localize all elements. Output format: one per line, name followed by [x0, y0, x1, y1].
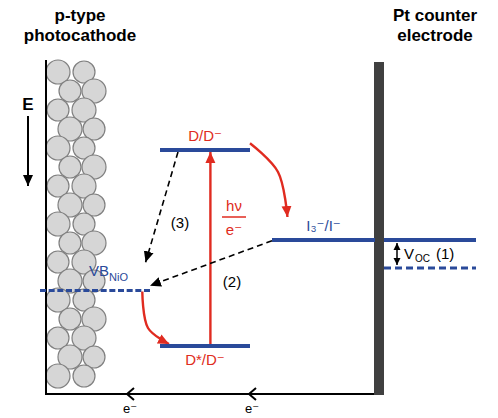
- energy-level: I₃⁻/I⁻: [272, 217, 375, 242]
- fraction-bar: [222, 216, 246, 218]
- pt-electrode-bar: [374, 62, 384, 395]
- electron-flow-chevron: [249, 388, 256, 400]
- electron-label: e⁻: [245, 402, 259, 415]
- regeneration-arrow: [250, 143, 287, 217]
- voltage-symbol: V: [404, 246, 414, 261]
- level-subscript: NiO: [109, 271, 128, 283]
- level-label: VB: [89, 262, 109, 279]
- voltage-arrow: [396, 243, 398, 265]
- recombination-arrow: [150, 241, 272, 286]
- excitation-arrow: [209, 152, 211, 344]
- nanoparticle: [59, 80, 81, 102]
- electrode-heading: p-type photocathode: [10, 6, 150, 46]
- nanoparticle: [59, 156, 81, 178]
- electron-label: e⁻: [226, 222, 242, 237]
- electron-label: e⁻: [123, 402, 137, 415]
- energy-axis-arrow: [27, 116, 29, 186]
- electrode-substrate: [45, 60, 47, 394]
- nanoparticle: [59, 232, 81, 254]
- level-label: D*/D⁻: [185, 351, 225, 368]
- voltage-subscript: OC: [415, 254, 430, 264]
- level-label: D/D⁻: [188, 127, 222, 144]
- callout-number: (1): [436, 246, 454, 261]
- process-number: (2): [221, 274, 243, 289]
- process-number: (3): [169, 215, 191, 230]
- photon-label: hν: [226, 198, 242, 213]
- redox-level-line: [384, 238, 476, 242]
- recombination-arrow: [146, 152, 178, 262]
- valence-band-level-line: [384, 267, 476, 270]
- electrode-heading: Pt counter electrode: [379, 6, 491, 46]
- nanoparticle: [46, 364, 70, 388]
- nanoparticle: [73, 365, 95, 387]
- energy-level: D/D⁻: [160, 127, 250, 152]
- hole-injection-arrow: [142, 292, 169, 345]
- level-label: I₃⁻/I⁻: [306, 217, 340, 234]
- electron-flow-chevron: [127, 388, 134, 400]
- valence-band-level: VBNiO: [40, 262, 150, 291]
- nanoparticle: [59, 308, 81, 330]
- electrode-label: Pt counter electrode: [379, 6, 491, 46]
- nanoparticle-film: [46, 60, 106, 388]
- axis-label: E: [22, 96, 33, 113]
- electrode-label: p-type photocathode: [10, 6, 150, 46]
- external-circuit-wire: [45, 393, 380, 395]
- energy-level: D*/D⁻: [160, 344, 250, 369]
